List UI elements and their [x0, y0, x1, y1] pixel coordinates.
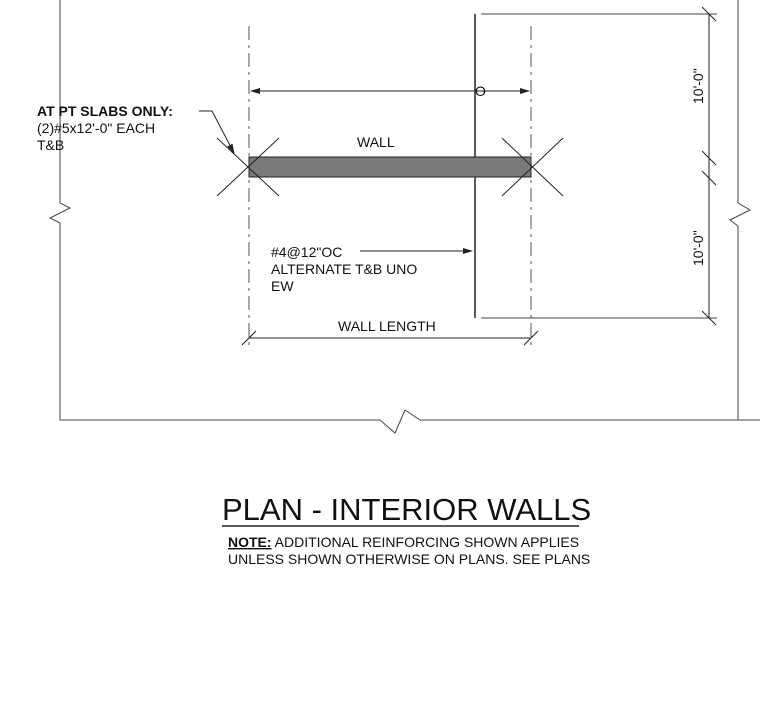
- note-label: NOTE:: [228, 534, 272, 550]
- pt-slab-heading: AT PT SLABS ONLY:: [37, 103, 173, 119]
- bar-end-right-b: [501, 137, 564, 197]
- rebar-spec-line-3: EW: [271, 278, 294, 294]
- tick-top: [701, 6, 717, 22]
- wall-body: [248, 156, 532, 178]
- wall-length-tick-left: [241, 330, 257, 346]
- pt-slab-line-1: (2)#5x12'-0" EACH: [37, 120, 155, 136]
- wall-end-extension-lines: [248, 26, 532, 350]
- bar-end-left-b: [216, 137, 280, 197]
- tick-mid-a: [701, 150, 717, 166]
- pt-slab-line-2: T&B: [37, 137, 64, 153]
- rebar-spec-line-2: ALTERNATE T&B UNO: [271, 261, 417, 277]
- dimension-upper: 10'-0": [690, 68, 706, 104]
- wall-label: WALL: [357, 134, 395, 150]
- slab-edge-right: [729, 0, 752, 420]
- pt-slab-leader: [199, 110, 235, 154]
- right-dimension-extensions: [481, 13, 717, 319]
- slab-boundary: [48, 0, 760, 434]
- tick-bottom: [701, 310, 717, 326]
- wall-length-label: WALL LENGTH: [338, 318, 436, 334]
- slab-edge-left: [48, 0, 760, 434]
- pt-slab-leader-line: [199, 110, 235, 154]
- wall-length-tick-right: [523, 330, 539, 346]
- dimension-lower: 10'-0": [690, 230, 706, 266]
- rebar-spec-line-1: #4@12"OC: [271, 244, 342, 260]
- general-note-line-1: NOTE: ADDITIONAL REINFORCING SHOWN APPLI…: [228, 534, 579, 550]
- wall-length-dimension: [241, 330, 539, 346]
- right-dimension: [701, 6, 717, 326]
- origin-marker: O: [475, 83, 486, 99]
- note-text-line-1: ADDITIONAL REINFORCING SHOWN APPLIES: [272, 534, 580, 550]
- tick-mid-b: [701, 170, 717, 186]
- general-note-line-2: UNLESS SHOWN OTHERWISE ON PLANS. SEE PLA…: [228, 551, 590, 567]
- drawing-title: PLAN - INTERIOR WALLS: [222, 492, 591, 527]
